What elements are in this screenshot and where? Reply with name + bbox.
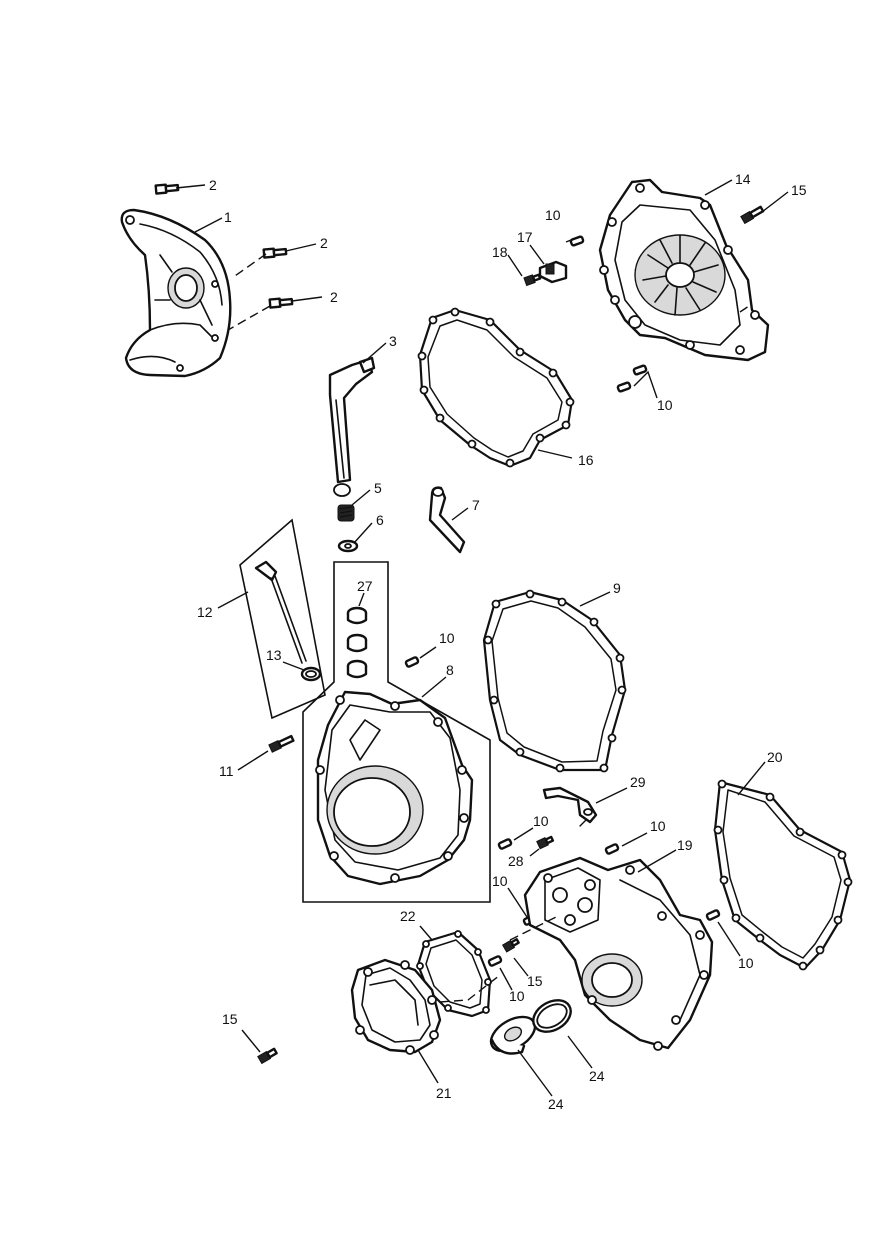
callout-10-top: 10 [545,207,561,223]
callout-15-left: 15 [222,1011,238,1027]
part-28-bolt [536,835,555,850]
callout-10-g: 10 [738,955,754,971]
part-20-gasket [713,779,853,971]
part-5-spring [337,504,355,522]
callout-10-f: 10 [492,873,508,889]
callout-13: 13 [266,647,282,663]
part-27-spacers [346,606,368,679]
assembly-lines [439,303,753,1003]
part-3-shaft [328,356,376,497]
callout-21: 21 [436,1085,452,1101]
part-10-dowels-mid [487,838,721,967]
part-1-sprocket-cover [120,208,232,378]
callout-24-left: 24 [548,1096,564,1112]
callout-8: 8 [446,662,454,678]
callout-7: 7 [472,497,480,513]
callout-10-mid: 10 [439,630,455,646]
callout-10-d: 10 [533,813,549,829]
part-12-dipstick-group [239,518,326,720]
part-2-bolts [154,183,294,331]
callout-1: 1 [224,209,232,225]
callout-2-low: 2 [330,289,338,305]
callout-20: 20 [767,749,783,765]
part-15-bolt-top [740,205,765,225]
callout-3: 3 [389,333,397,349]
part-16-gasket [417,307,575,468]
part-11-bolt [268,734,295,753]
part-19-side-cover [523,856,714,1051]
part-15-bolts-lower [257,938,520,1065]
part-17-clip [538,260,568,284]
part-6-washer [337,539,359,553]
callout-2-top: 2 [209,177,217,193]
callout-16: 16 [578,452,594,468]
part-8-group-frame [302,561,491,903]
part-22-gasket [416,930,492,1018]
callout-10-h: 10 [509,988,525,1004]
callout-22: 22 [400,908,416,924]
callout-10-right: 10 [657,397,673,413]
part-7-bracket [428,486,466,554]
callout-14: 14 [735,171,751,187]
callout-5: 5 [374,480,382,496]
part-18-bolt [523,273,542,287]
part-24-rotor [489,1015,537,1055]
leader-lines [175,179,789,1097]
callout-28: 28 [508,853,524,869]
callout-19: 19 [677,837,693,853]
callout-12: 12 [197,604,213,620]
part-10-dowel-mid [404,656,420,668]
part-8-clutch-cover [315,690,474,886]
callout-24-right: 24 [589,1068,605,1084]
callout-29: 29 [630,774,646,790]
part-14-alternator-cover [598,178,770,362]
callout-6: 6 [376,512,384,528]
callout-15-top: 15 [791,182,807,198]
callout-11: 11 [219,763,234,779]
callout-9: 9 [613,580,621,596]
callout-18: 18 [492,244,508,260]
callout-2-mid: 2 [320,235,328,251]
part-29-bracket [542,786,598,829]
part-21-small-cover [350,958,442,1055]
callout-17: 17 [517,229,533,245]
part-9-gasket [482,589,627,773]
callout-27: 27 [357,578,373,594]
part-24-oring [532,999,572,1033]
callout-15-mid: 15 [527,973,543,989]
callout-labels: 2 1 2 2 14 15 10 18 17 3 10 16 5 7 6 27 … [197,171,807,1112]
callout-10-e: 10 [650,818,666,834]
part-10-dowels-top [569,235,648,393]
